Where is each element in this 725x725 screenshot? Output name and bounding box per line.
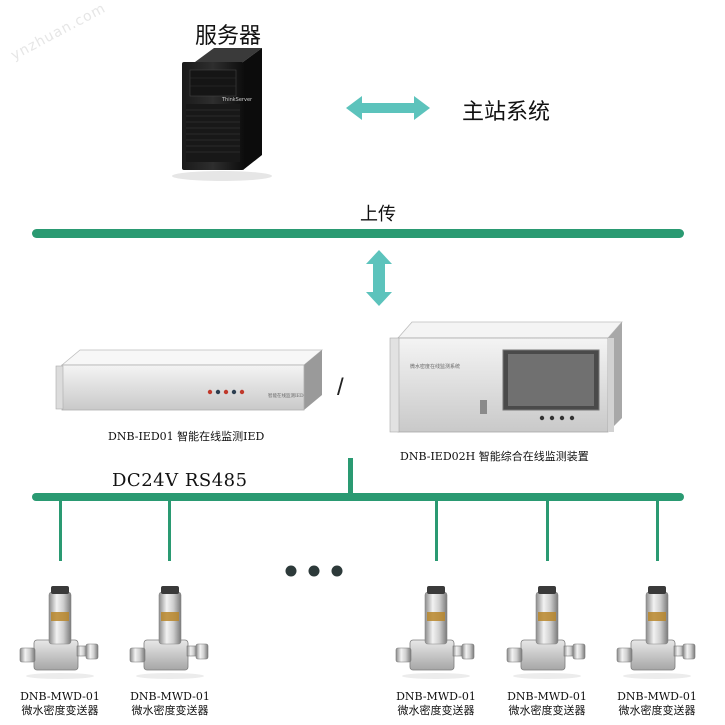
separator-slash: / [337,374,344,401]
sensor-model: DNB-MWD-01 [617,690,697,703]
double-arrow-horizontal-icon [346,96,430,120]
sensor-model: DNB-MWD-01 [20,690,100,703]
upload-label: 上传 [360,204,396,225]
sensor-name: 微水密度变送器 [131,704,209,717]
sensor-model: DNB-MWD-01 [396,690,476,703]
ied01-device-icon: 智能在线监测IED [55,349,324,411]
server-brand: ThinkServer [221,97,253,103]
server-label: 服务器 [195,24,262,49]
sensor-icon [616,586,696,679]
sensor-name: 微水密度变送器 [508,704,586,717]
ied02-label: DNB-IED02H 智能综合在线监测装置 [400,450,589,463]
sensors-group [19,586,696,679]
sensor-model: DNB-MWD-01 [130,690,210,703]
ied02-panel-text: 微水密度在线监测系统 [410,363,460,370]
sensor-icon [395,586,475,679]
field-bus-label: DC24V RS485 [112,470,248,491]
master-station-label: 主站系统 [462,100,551,125]
sensor-name: 微水密度变送器 [618,704,696,717]
upload-bus-line [32,229,684,238]
sensor-icon [19,586,99,679]
sensor-model: DNB-MWD-01 [507,690,587,703]
ied01-panel-text: 智能在线监测IED [268,392,304,399]
sensor-icon [506,586,586,679]
field-bus-line [32,493,684,501]
drop-lines [59,501,659,561]
ellipsis-dots [285,565,343,577]
server-tower-icon: ThinkServer [172,48,272,181]
ied01-label: DNB-IED01 智能在线监测IED [108,430,265,443]
ied02-device-icon: 微水密度在线监测系统 [389,321,623,433]
sensor-icon [129,586,209,679]
double-arrow-vertical-icon [366,250,392,306]
sensor-name: 微水密度变送器 [21,704,99,717]
sensor-name: 微水密度变送器 [397,704,475,717]
bus-riser [348,458,353,496]
